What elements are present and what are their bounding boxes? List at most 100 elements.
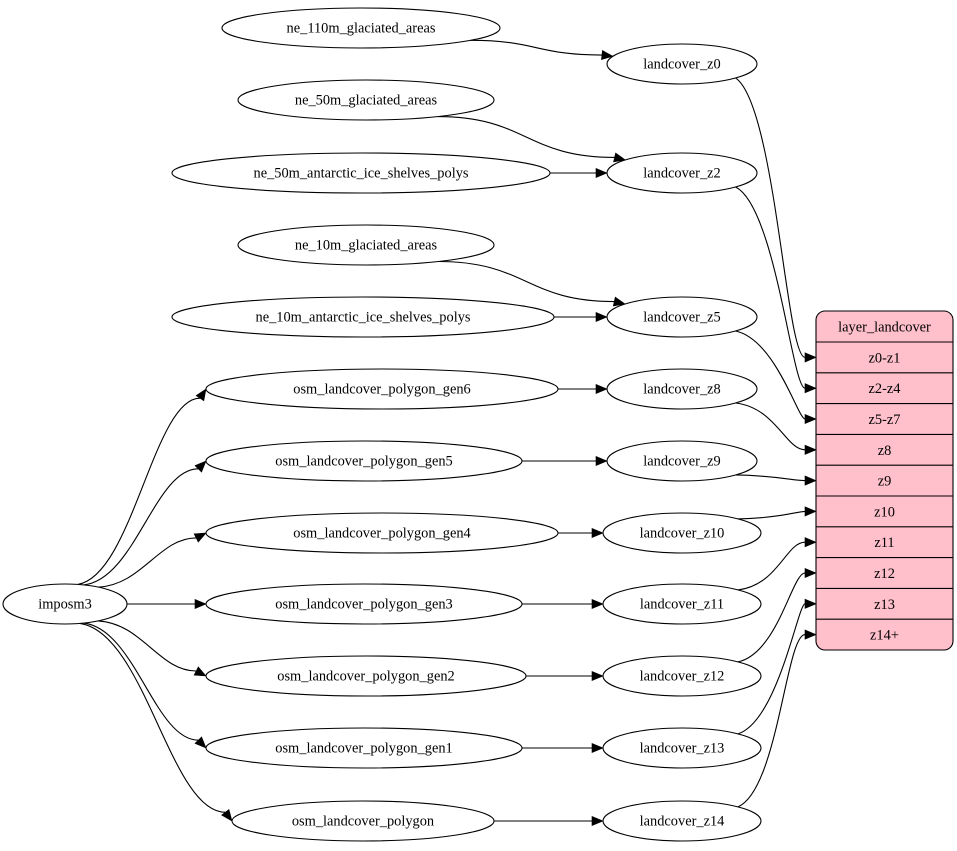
node-osm_landcover_polygon_gen6[interactable]: osm_landcover_polygon_gen6: [205, 368, 559, 410]
node-label: ne_50m_glaciated_areas: [295, 93, 438, 109]
table-row-label: z11: [874, 535, 894, 551]
edge-ne_50m_glaciated_areas-to-landcover_z2: [437, 116, 615, 158]
edge-arrowhead: [804, 444, 817, 455]
node-label: osm_landcover_polygon_gen5: [275, 454, 452, 470]
node-landcover_z10[interactable]: landcover_z10: [602, 512, 762, 554]
node-landcover_z0[interactable]: landcover_z0: [606, 43, 758, 85]
table-body: [815, 310, 954, 651]
node-landcover_z5[interactable]: landcover_z5: [606, 296, 758, 338]
edge-arrowhead: [804, 352, 817, 363]
node-label: osm_landcover_polygon: [292, 814, 434, 830]
table-row-label: z2-z4: [869, 381, 901, 397]
layer-ellipse: [606, 368, 758, 410]
layer-ellipse: [606, 296, 758, 338]
layer-ellipse: [602, 512, 762, 554]
node-osm_landcover_polygon_gen3[interactable]: osm_landcover_polygon_gen3: [205, 583, 523, 625]
edge-arrowhead: [591, 527, 604, 539]
node-osm_landcover_polygon_gen1[interactable]: osm_landcover_polygon_gen1: [205, 727, 523, 769]
node-landcover_z8[interactable]: landcover_z8: [606, 368, 758, 410]
node-ne_50m_glaciated_areas[interactable]: ne_50m_glaciated_areas: [237, 79, 495, 121]
node-label: landcover_z0: [643, 57, 721, 73]
edge-arrowhead: [595, 311, 608, 323]
node-imposm3[interactable]: imposm3: [2, 583, 128, 625]
edge-landcover_z10-to-table-row-z10: [737, 510, 806, 520]
node-label: landcover_z10: [640, 526, 725, 542]
edge-arrowhead: [612, 296, 626, 307]
edge-arrowhead: [591, 742, 604, 754]
table-source-ellipse: [237, 224, 495, 266]
edge-layer: [77, 39, 817, 827]
edge-arrowhead: [613, 152, 627, 163]
edge-landcover_z0-to-table-row-z0-z1: [735, 77, 806, 358]
node-landcover_z13[interactable]: landcover_z13: [602, 727, 762, 769]
edge-arrowhead: [595, 167, 608, 179]
node-label: landcover_z13: [640, 741, 725, 757]
node-osm_landcover_polygon_gen5[interactable]: osm_landcover_polygon_gen5: [205, 440, 523, 482]
table-source-ellipse: [205, 727, 523, 769]
table-row-label: z14+: [870, 628, 899, 644]
edge-landcover_z11-to-table-row-z11: [737, 541, 806, 591]
table-source-ellipse: [205, 512, 559, 554]
edge-landcover_z14-to-table-row-z14+: [737, 634, 806, 808]
node-label: osm_landcover_polygon_gen2: [277, 669, 454, 685]
edge-imposm3-to-osm_landcover_polygon: [79, 622, 226, 813]
source-ellipse: [2, 583, 128, 625]
node-landcover_z11[interactable]: landcover_z11: [602, 583, 762, 625]
node-osm_landcover_polygon_gen2[interactable]: osm_landcover_polygon_gen2: [205, 655, 527, 697]
edge-arrowhead: [194, 736, 207, 749]
edge-arrowhead: [804, 598, 817, 609]
node-label: landcover_z12: [640, 669, 725, 685]
node-osm_landcover_polygon_gen4[interactable]: osm_landcover_polygon_gen4: [205, 512, 559, 554]
node-layer: imposm3 ne_110m_glaciated_areas ne_50m_gla…: [2, 7, 762, 842]
edge-landcover_z9-to-table-row-z9: [735, 474, 806, 482]
node-ne_110m_glaciated_areas[interactable]: ne_110m_glaciated_areas: [221, 7, 501, 49]
node-landcover_z14[interactable]: landcover_z14: [602, 800, 762, 842]
node-landcover_z12[interactable]: landcover_z12: [602, 655, 762, 697]
edge-imposm3-to-osm_landcover_polygon_gen5: [83, 468, 199, 586]
layer-ellipse: [606, 440, 758, 482]
node-label: landcover_z2: [643, 166, 721, 182]
node-landcover_z2[interactable]: landcover_z2: [606, 152, 758, 194]
edge-arrowhead: [591, 598, 604, 610]
table-row-label: z5-z7: [869, 412, 901, 428]
layer-landcover-table[interactable]: layer_landcoverz0-z1z2-z4z5-z7z8z9z10z11…: [815, 310, 954, 651]
edge-landcover_z8-to-table-row-z8: [735, 402, 806, 451]
table-source-ellipse: [231, 800, 495, 842]
node-label: ne_50m_antarctic_ice_shelves_polys: [254, 166, 469, 182]
edge-arrowhead: [195, 388, 207, 402]
table-source-ellipse: [221, 7, 501, 49]
node-label: landcover_z14: [640, 814, 725, 830]
node-ne_10m_glaciated_areas[interactable]: ne_10m_glaciated_areas: [237, 224, 495, 266]
node-label: osm_landcover_polygon_gen6: [293, 382, 470, 398]
edge-landcover_z5-to-table-row-z5-z7: [735, 330, 806, 420]
node-label: osm_landcover_polygon_gen1: [275, 741, 452, 757]
table-row-label: z12: [874, 566, 895, 582]
edge-arrowhead: [595, 383, 608, 395]
edge-landcover_z12-to-table-row-z12: [737, 572, 806, 663]
edge-arrowhead: [221, 808, 233, 822]
edge-arrowhead: [194, 598, 207, 610]
edge-landcover_z13-to-table-row-z13: [737, 603, 806, 735]
node-label: osm_landcover_polygon_gen4: [293, 526, 470, 542]
node-label: osm_landcover_polygon_gen3: [275, 597, 452, 613]
table-row-label: z10: [874, 504, 895, 520]
node-osm_landcover_polygon[interactable]: osm_landcover_polygon: [231, 800, 495, 842]
table-source-ellipse: [205, 440, 523, 482]
table-row-label: z0-z1: [869, 350, 901, 366]
node-label: imposm3: [38, 597, 92, 613]
node-label: landcover_z9: [643, 454, 721, 470]
table-row-label: z9: [878, 474, 892, 490]
node-ne_10m_antarctic_ice_shelves_polys[interactable]: ne_10m_antarctic_ice_shelves_polys: [171, 296, 555, 338]
layer-ellipse: [606, 152, 758, 194]
table-layer: layer_landcoverz0-z1z2-z4z5-z7z8z9z10z11…: [815, 310, 954, 651]
node-ne_50m_antarctic_ice_shelves_polys[interactable]: ne_50m_antarctic_ice_shelves_polys: [171, 152, 551, 194]
node-landcover_z9[interactable]: landcover_z9: [606, 440, 758, 482]
edge-ne_110m_glaciated_areas-to-landcover_z0: [470, 39, 602, 56]
layer-ellipse: [602, 727, 762, 769]
table-source-ellipse: [205, 583, 523, 625]
edge-arrowhead: [591, 670, 604, 682]
table-source-ellipse: [205, 368, 559, 410]
node-label: landcover_z8: [643, 382, 721, 398]
